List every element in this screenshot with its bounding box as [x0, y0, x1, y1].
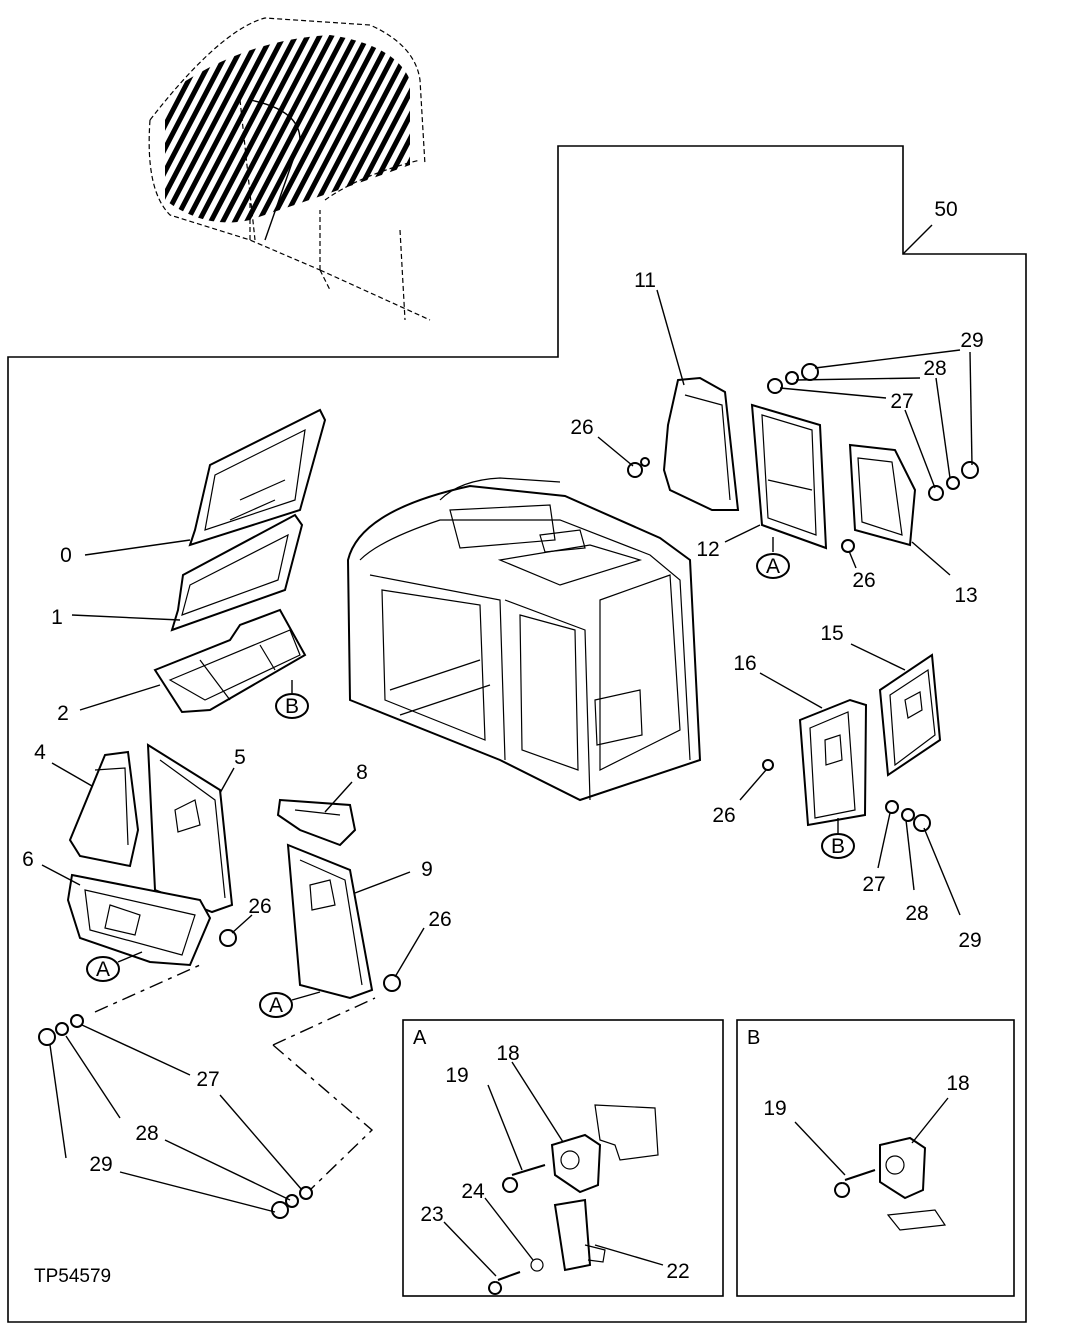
callout-detail-a-24: 24 [461, 1180, 485, 1203]
panel-11 [662, 376, 740, 511]
install-path-mid [272, 997, 376, 1046]
callout-26: 26 [712, 804, 735, 827]
ref-marker-a-right: A [756, 537, 790, 579]
hatch-line [448, 20, 568, 250]
callout-detail-a-23: 23 [420, 1203, 443, 1226]
callout-detail-b-18: 18 [946, 1072, 969, 1095]
cab-thumbnail [148, 17, 568, 321]
figure-code: TP54579 [34, 1266, 111, 1287]
detail-box-label: B [747, 1027, 760, 1049]
callout-detail-a-19: 19 [445, 1064, 468, 1087]
hatch-line [217, 35, 343, 223]
panel-16 [798, 698, 868, 827]
callout-detail-b-19: 19 [763, 1097, 786, 1120]
ref-marker-b-right: B [821, 818, 855, 859]
cab-body [346, 477, 702, 802]
callout-26: 26 [428, 908, 451, 931]
hatch-line [169, 35, 295, 223]
callout-26: 26 [570, 416, 593, 439]
group-outline-frame [7, 145, 1027, 1323]
marker-label: A [269, 994, 283, 1017]
callout-9: 9 [421, 858, 433, 881]
detail-box-label: A [413, 1027, 427, 1049]
callout-0: 0 [60, 544, 72, 567]
callout-5: 5 [234, 746, 246, 769]
callout-26: 26 [248, 895, 271, 918]
panel-13 [848, 443, 917, 547]
callout-8: 8 [356, 761, 368, 784]
hatch-line [409, 35, 410, 223]
callout-2: 2 [57, 702, 69, 725]
callout-27: 27 [862, 873, 885, 896]
hatch-line [385, 35, 410, 223]
callout-27: 27 [890, 390, 913, 413]
install-path-lower [272, 1044, 374, 1191]
callout-29: 29 [89, 1153, 112, 1176]
hatch-line [436, 20, 556, 250]
panel-0 [188, 408, 327, 547]
panel-15 [878, 653, 942, 777]
panel-2 [153, 608, 307, 714]
panel-1 [170, 513, 304, 632]
callout-1: 1 [51, 606, 63, 629]
hatch-line [373, 35, 410, 223]
fastener-hardware [38, 363, 979, 1219]
callout-28: 28 [923, 357, 946, 380]
panel-5 [146, 743, 234, 914]
marker-label: B [285, 695, 299, 718]
callout-detail-a-18: 18 [496, 1042, 519, 1065]
hatch-line [165, 35, 259, 223]
callout-28: 28 [135, 1122, 158, 1145]
detail-box-b: B [736, 1019, 1015, 1297]
callout-29: 29 [960, 329, 983, 352]
callout-28: 28 [905, 902, 928, 925]
callout-26: 26 [852, 569, 875, 592]
ref-marker-b-left: B [275, 680, 309, 719]
callout-13: 13 [954, 584, 977, 607]
callout-50: 50 [934, 198, 957, 221]
callout-29: 29 [958, 929, 981, 952]
leader-lines [41, 224, 973, 1213]
panel-12 [750, 403, 828, 550]
callout-12: 12 [696, 538, 719, 561]
callout-labels: 50 11 29 28 27 26 12 26 13 15 16 26 27 2… [22, 198, 984, 1283]
detail-box-a: A [402, 1019, 724, 1297]
marker-label: B [831, 835, 845, 858]
marker-label: A [766, 555, 780, 578]
hatch-line [424, 20, 544, 250]
hatch-line [241, 35, 367, 223]
panel-6 [66, 873, 212, 967]
callout-15: 15 [820, 622, 843, 645]
callout-16: 16 [733, 652, 756, 675]
callout-27: 27 [196, 1068, 219, 1091]
part-8 [276, 798, 357, 847]
install-path-left [94, 964, 201, 1013]
ref-marker-a-mid: A [259, 991, 321, 1018]
panel-4 [68, 750, 140, 868]
ref-marker-a-left: A [86, 951, 143, 982]
hatch-line [205, 35, 331, 223]
callout-11: 11 [634, 269, 656, 292]
callout-6: 6 [22, 848, 34, 871]
panel-9 [286, 843, 374, 1000]
callout-4: 4 [34, 741, 46, 764]
hatch-line [193, 35, 319, 223]
callout-detail-a-22: 22 [666, 1260, 689, 1283]
hatch-line [397, 35, 410, 223]
marker-label: A [96, 958, 110, 981]
